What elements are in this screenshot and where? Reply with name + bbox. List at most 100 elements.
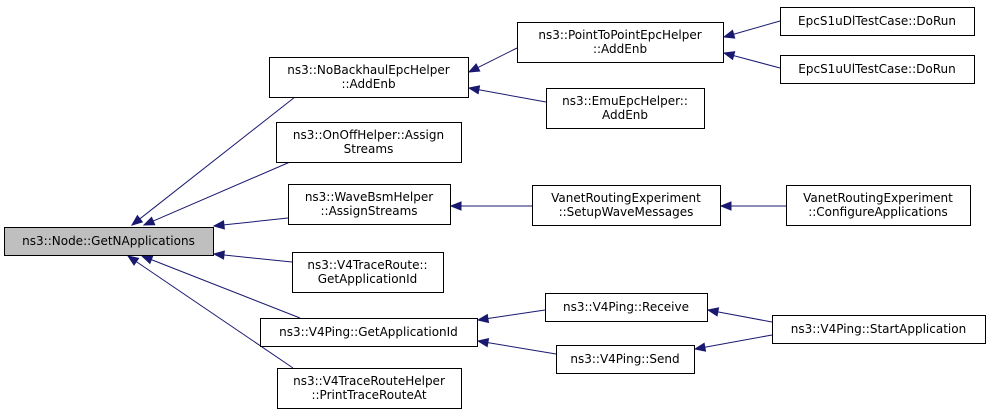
edge-v4traceroutehelper-to-getnapps [126, 255, 294, 369]
edge-p2pepc-to-nobackhaul [467, 47, 518, 73]
node-label-line: Streams [344, 142, 394, 156]
arrow-head-icon [142, 216, 156, 226]
node-label-line: ns3::V4Ping::Send [570, 352, 679, 366]
edge-nobackhaul-to-getnapps [130, 96, 296, 226]
node-label-line: ns3::OnOffHelper::Assign [293, 128, 444, 142]
node-box [4, 227, 214, 256]
node-wavebsm[interactable]: ns3::WaveBsmHelper::AssignStreams [288, 184, 451, 225]
arrow-head-icon [476, 338, 490, 348]
edge-vanetconfig-to-vanetsetup [719, 201, 786, 211]
edge-epcul-to-p2pepc [722, 51, 781, 69]
node-vanetsetup[interactable]: VanetRoutingExperiment::SetupWaveMessage… [532, 185, 721, 226]
arrow-head-icon [719, 201, 732, 211]
node-box [292, 252, 444, 293]
nodes-layer: ns3::Node::GetNApplications ns3::NoBackha… [4, 7, 986, 409]
node-box [517, 22, 724, 63]
node-box [546, 88, 705, 129]
node-label-line: VanetRoutingExperiment [551, 191, 701, 205]
edge-line [151, 259, 301, 319]
arrow-head-icon [467, 63, 481, 73]
node-v4pingreceive[interactable]: ns3::V4Ping::Receive [545, 293, 708, 322]
node-label-line: ::AddEnb [341, 77, 395, 91]
node-label-line: AddEnb [602, 108, 648, 122]
edge-line [135, 261, 294, 369]
edge-v4pingstart-to-v4pingreceive [706, 307, 773, 323]
edge-v4pingreceive-to-v4pingget [476, 309, 546, 324]
node-label-line: ns3::V4Ping::Receive [563, 300, 689, 314]
node-box [556, 345, 695, 374]
arrow-head-icon [467, 85, 481, 95]
edge-line [139, 96, 296, 220]
edge-line [223, 254, 293, 263]
node-label-line: GetApplicationId [318, 272, 418, 286]
edge-wavebsm-to-getnapps [212, 217, 289, 230]
arrow-head-icon [706, 307, 720, 317]
arrow-head-icon [130, 214, 144, 226]
node-nobackhaul[interactable]: ns3::NoBackhaulEpcHelper::AddEnb [269, 57, 469, 98]
edge-v4pingget-to-getnapps [140, 255, 301, 319]
arrow-head-icon [722, 51, 736, 61]
node-label-line: ns3::NoBackhaulEpcHelper [287, 63, 449, 77]
edge-line [733, 20, 781, 35]
node-v4pingstart[interactable]: ns3::V4Ping::StartApplication [772, 315, 986, 344]
node-v4traceroute[interactable]: ns3::V4TraceRoute::GetApplicationId [292, 252, 444, 293]
edge-emuepc-to-nobackhaul [467, 85, 547, 103]
arrow-head-icon [212, 250, 225, 260]
node-epcdl[interactable]: EpcS1uDlTestCase::DoRun [780, 7, 975, 36]
edge-line [717, 311, 773, 323]
node-label-line: ns3::WaveBsmHelper [305, 190, 433, 204]
node-v4traceroutehelper[interactable]: ns3::V4TraceRouteHelper::PrintTraceRoute… [277, 368, 462, 409]
node-label-line: ::PrintTraceRouteAt [311, 388, 426, 402]
arrow-head-icon [212, 220, 225, 230]
edge-onoff-to-getnapps [142, 161, 291, 226]
edge-line [733, 55, 781, 69]
node-emuepc[interactable]: ns3::EmuEpcHelper::AddEnb [546, 88, 705, 129]
arrow-head-icon [722, 29, 736, 39]
node-box [545, 293, 708, 322]
node-box [780, 7, 975, 36]
node-v4pingsend[interactable]: ns3::V4Ping::Send [556, 345, 695, 374]
edge-epcdl-to-p2pepc [722, 20, 781, 39]
edge-line [478, 89, 547, 103]
node-label-line: ::SetupWaveMessages [559, 205, 694, 219]
node-onoff[interactable]: ns3::OnOffHelper::AssignStreams [276, 122, 462, 163]
edge-line [704, 334, 773, 348]
node-getnapps[interactable]: ns3::Node::GetNApplications [4, 227, 214, 256]
node-box [269, 57, 469, 98]
edge-line [223, 217, 289, 226]
edge-line [487, 342, 557, 355]
edge-vanetsetup-to-wavebsm [449, 201, 532, 211]
node-box [288, 184, 451, 225]
node-label-line: ns3::EmuEpcHelper:: [562, 94, 688, 108]
node-box [772, 315, 986, 344]
node-p2pepc[interactable]: ns3::PointToPointEpcHelper::AddEnb [517, 22, 724, 63]
node-epcul[interactable]: EpcS1uUlTestCase::DoRun [780, 55, 975, 84]
node-v4pingget[interactable]: ns3::V4Ping::GetApplicationId [260, 318, 478, 347]
node-label-line: ::AssignStreams [320, 204, 417, 218]
edge-line [477, 47, 518, 68]
node-box [786, 185, 971, 226]
node-box [277, 368, 462, 409]
node-label-line: ns3::V4TraceRouteHelper [293, 374, 445, 388]
arrow-head-icon [693, 342, 707, 352]
node-vanetconfig[interactable]: VanetRoutingExperiment::ConfigureApplica… [786, 185, 971, 226]
edge-v4pingsend-to-v4pingget [476, 338, 557, 355]
arrow-head-icon [126, 255, 140, 266]
arrow-head-icon [476, 313, 490, 324]
node-box [780, 55, 975, 84]
node-label-line: ::ConfigureApplications [808, 205, 948, 219]
node-label-line: ns3::V4TraceRoute:: [307, 258, 427, 272]
edge-v4traceroute-to-getnapps [212, 250, 293, 263]
node-label-line: VanetRoutingExperiment [803, 191, 953, 205]
arrow-head-icon [140, 255, 154, 265]
node-label-line: ns3::PointToPointEpcHelper [538, 28, 701, 42]
arrow-head-icon [449, 201, 462, 211]
edge-v4pingstart-to-v4pingsend [693, 334, 773, 352]
edges-layer [126, 20, 786, 369]
node-label-line: ns3::V4Ping::GetApplicationId [279, 325, 458, 339]
node-label-line: ns3::V4Ping::StartApplication [791, 322, 966, 336]
node-box [260, 318, 478, 347]
node-label-line: EpcS1uUlTestCase::DoRun [798, 62, 955, 76]
node-label-line: ::AddEnb [593, 42, 647, 56]
